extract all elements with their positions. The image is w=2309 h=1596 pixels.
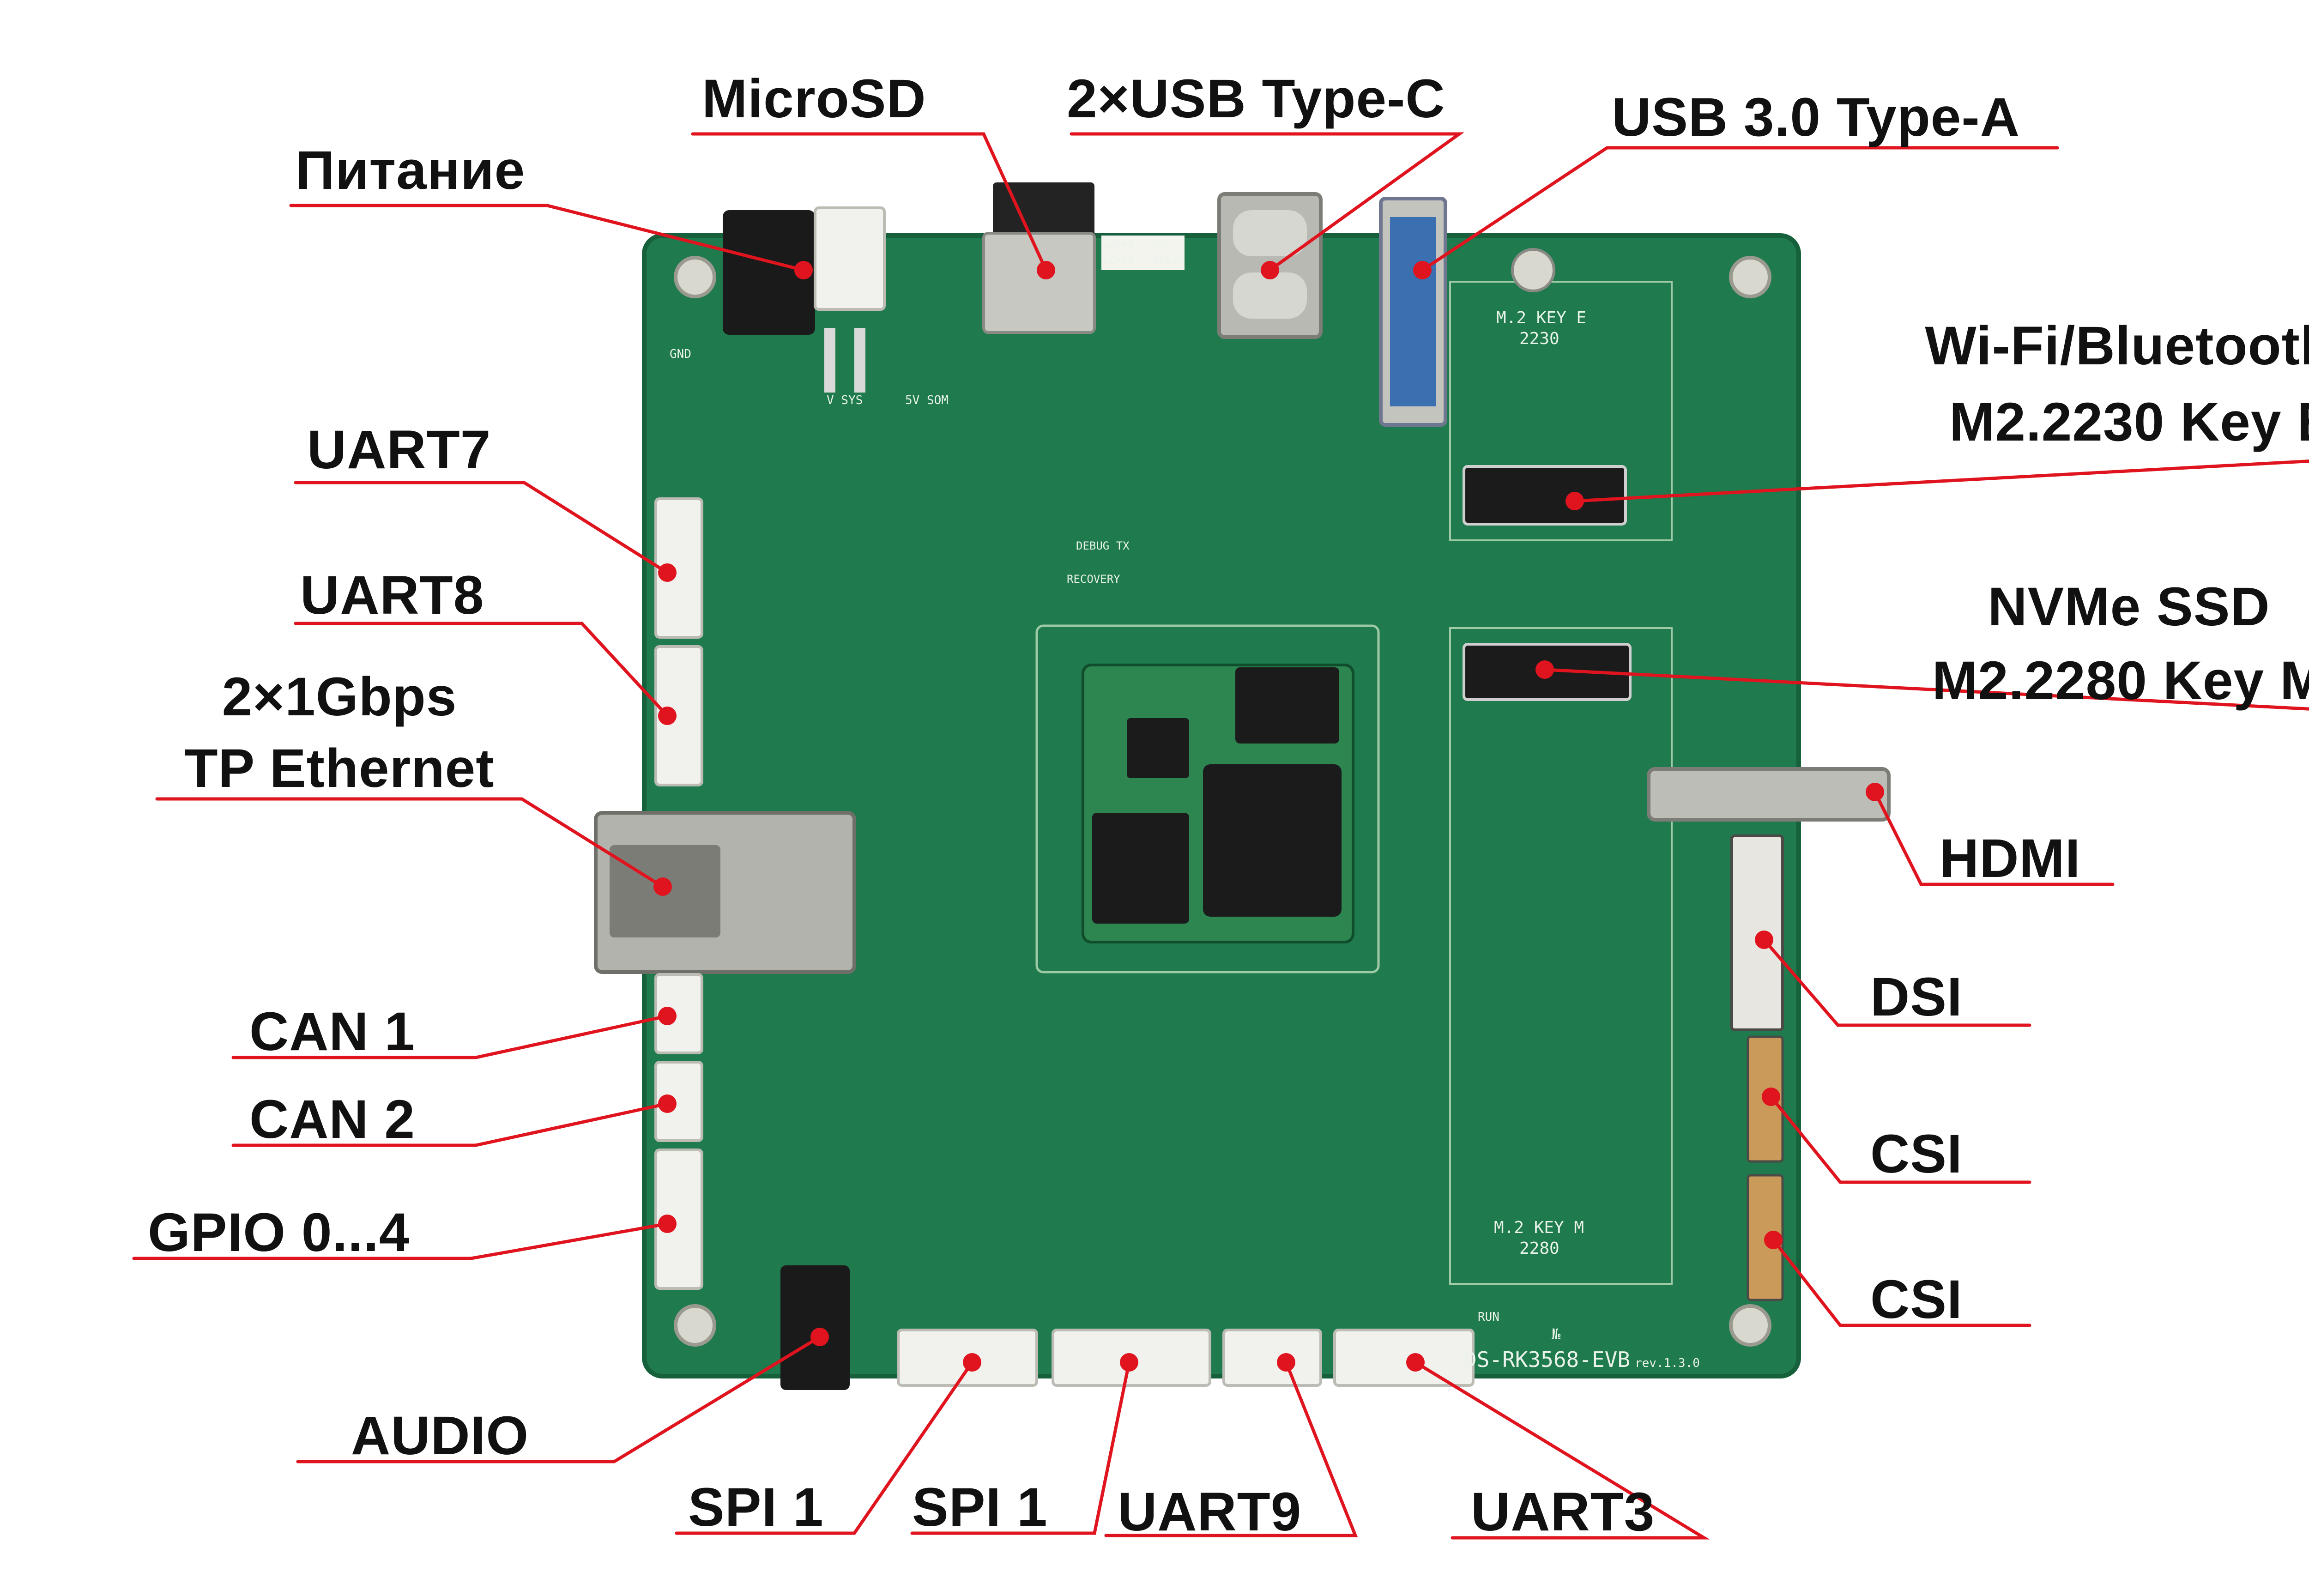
label-csi-2: CSI	[1870, 1269, 1963, 1330]
label-spi1-a: SPI 1	[688, 1477, 824, 1538]
power-header	[814, 206, 886, 311]
silk-debug-tx: DEBUG TX	[1076, 539, 1130, 552]
silk-m2-key-e-size: 2230	[1519, 329, 1559, 348]
leader-nvme	[1543, 668, 2309, 711]
label-can2: CAN 2	[249, 1089, 416, 1150]
label-wifi-line2: M2.2230 Key E	[1949, 392, 2309, 453]
soc-chip	[1203, 764, 1342, 917]
pmic-chip	[1127, 718, 1189, 778]
uart7-connector	[654, 497, 703, 639]
uart9-connector	[1222, 1329, 1322, 1387]
m2-key-e-socket	[1463, 465, 1627, 526]
leader-uart3	[1414, 1360, 1710, 1540]
label-audio: AUDIO	[351, 1405, 529, 1466]
leader-hdmi	[1873, 790, 2115, 886]
label-usb-c: 2×USB Type-C	[1067, 68, 1445, 129]
label-wifi-line1: Wi-Fi/Bluetooth	[1925, 315, 2309, 376]
silk-run: RUN	[1478, 1310, 1499, 1324]
ram-chip-1	[1235, 667, 1339, 744]
leader-can2	[231, 1102, 669, 1147]
label-uart8: UART8	[300, 565, 484, 626]
label-ethernet-line2: TP Ethernet	[184, 738, 495, 799]
leader-wifi	[1573, 459, 2309, 503]
label-nvme-line1: NVMe SSD	[1988, 576, 2270, 637]
silk-number-sign: №	[1552, 1325, 1561, 1343]
label-usb-a: USB 3.0 Type-A	[1612, 87, 2020, 148]
leader-dsi	[1762, 938, 2031, 1027]
can1-connector	[654, 973, 703, 1054]
silk-board-name: DS-RK3568-EVB	[1464, 1347, 1630, 1372]
label-microsd: MicroSD	[702, 68, 926, 129]
label-spi1-b: SPI 1	[912, 1477, 1048, 1538]
leader-uart7	[294, 481, 669, 574]
dsi-fpc-connector	[1730, 834, 1784, 1031]
label-gpio: GPIO 0...4	[148, 1202, 410, 1263]
label-power: Питание	[296, 140, 526, 201]
mounting-holes	[674, 256, 1771, 1347]
leader-usb-c	[1070, 132, 1464, 272]
leader-power	[289, 204, 805, 272]
silk-m2-key-m-size: 2280	[1519, 1239, 1559, 1258]
leader-ethernet	[155, 797, 665, 889]
hdmi-port	[1647, 767, 1891, 822]
leader-spi1-b	[910, 1360, 1131, 1535]
leader-audio	[296, 1335, 822, 1463]
silk-recovery: RECOVERY	[1067, 573, 1120, 586]
silk-lower-debug: LOWER - DEBUG	[1104, 255, 1183, 267]
leader-spi1-a	[675, 1360, 974, 1535]
label-csi-1: CSI	[1870, 1124, 1963, 1185]
leader-uart8	[294, 622, 669, 718]
gpio-connector	[654, 1149, 703, 1290]
label-can1: CAN 1	[249, 1001, 416, 1062]
ram-chip-2	[1092, 813, 1189, 924]
label-dsi: DSI	[1870, 967, 1963, 1028]
microsd-slot	[982, 232, 1096, 334]
leader-uart9	[1104, 1360, 1358, 1537]
label-uart3: UART3	[1471, 1481, 1655, 1542]
silk-v-sys: V SYS	[827, 393, 863, 407]
silk-gnd: GND	[670, 347, 691, 361]
silk-upper-otg: UPPER - OTG	[1104, 241, 1171, 252]
leader-usb-a	[1420, 146, 2059, 272]
leader-microsd	[691, 132, 1048, 272]
can2-connector	[654, 1061, 703, 1142]
label-hdmi: HDMI	[1940, 828, 2081, 889]
leader-can1	[231, 1014, 669, 1059]
audio-jack	[780, 1265, 850, 1390]
silk-revision: rev.1.3.0	[1635, 1356, 1700, 1370]
label-ethernet-line1: 2×1Gbps	[222, 666, 457, 727]
uart8-connector	[654, 645, 703, 786]
leader-gpio	[132, 1222, 669, 1260]
silk-m2-key-m: M.2 KEY M	[1494, 1218, 1584, 1237]
dc-jack	[723, 210, 815, 335]
label-nvme-line2: M2.2280 Key M	[1932, 650, 2309, 711]
microsd-card	[993, 182, 1094, 242]
label-uart9: UART9	[1118, 1481, 1302, 1542]
m2-key-e-outline	[1449, 281, 1673, 541]
silk-v-som: 5V SOM	[905, 393, 949, 407]
leader-csi-2	[1771, 1238, 2031, 1327]
label-uart7: UART7	[307, 419, 491, 480]
leader-csi-1	[1769, 1095, 2031, 1184]
som-outline	[1035, 624, 1380, 973]
silk-m2-key-e: M.2 KEY E	[1496, 308, 1586, 327]
m2-key-m-outline	[1449, 627, 1673, 1285]
uart3-connector	[1333, 1329, 1475, 1387]
